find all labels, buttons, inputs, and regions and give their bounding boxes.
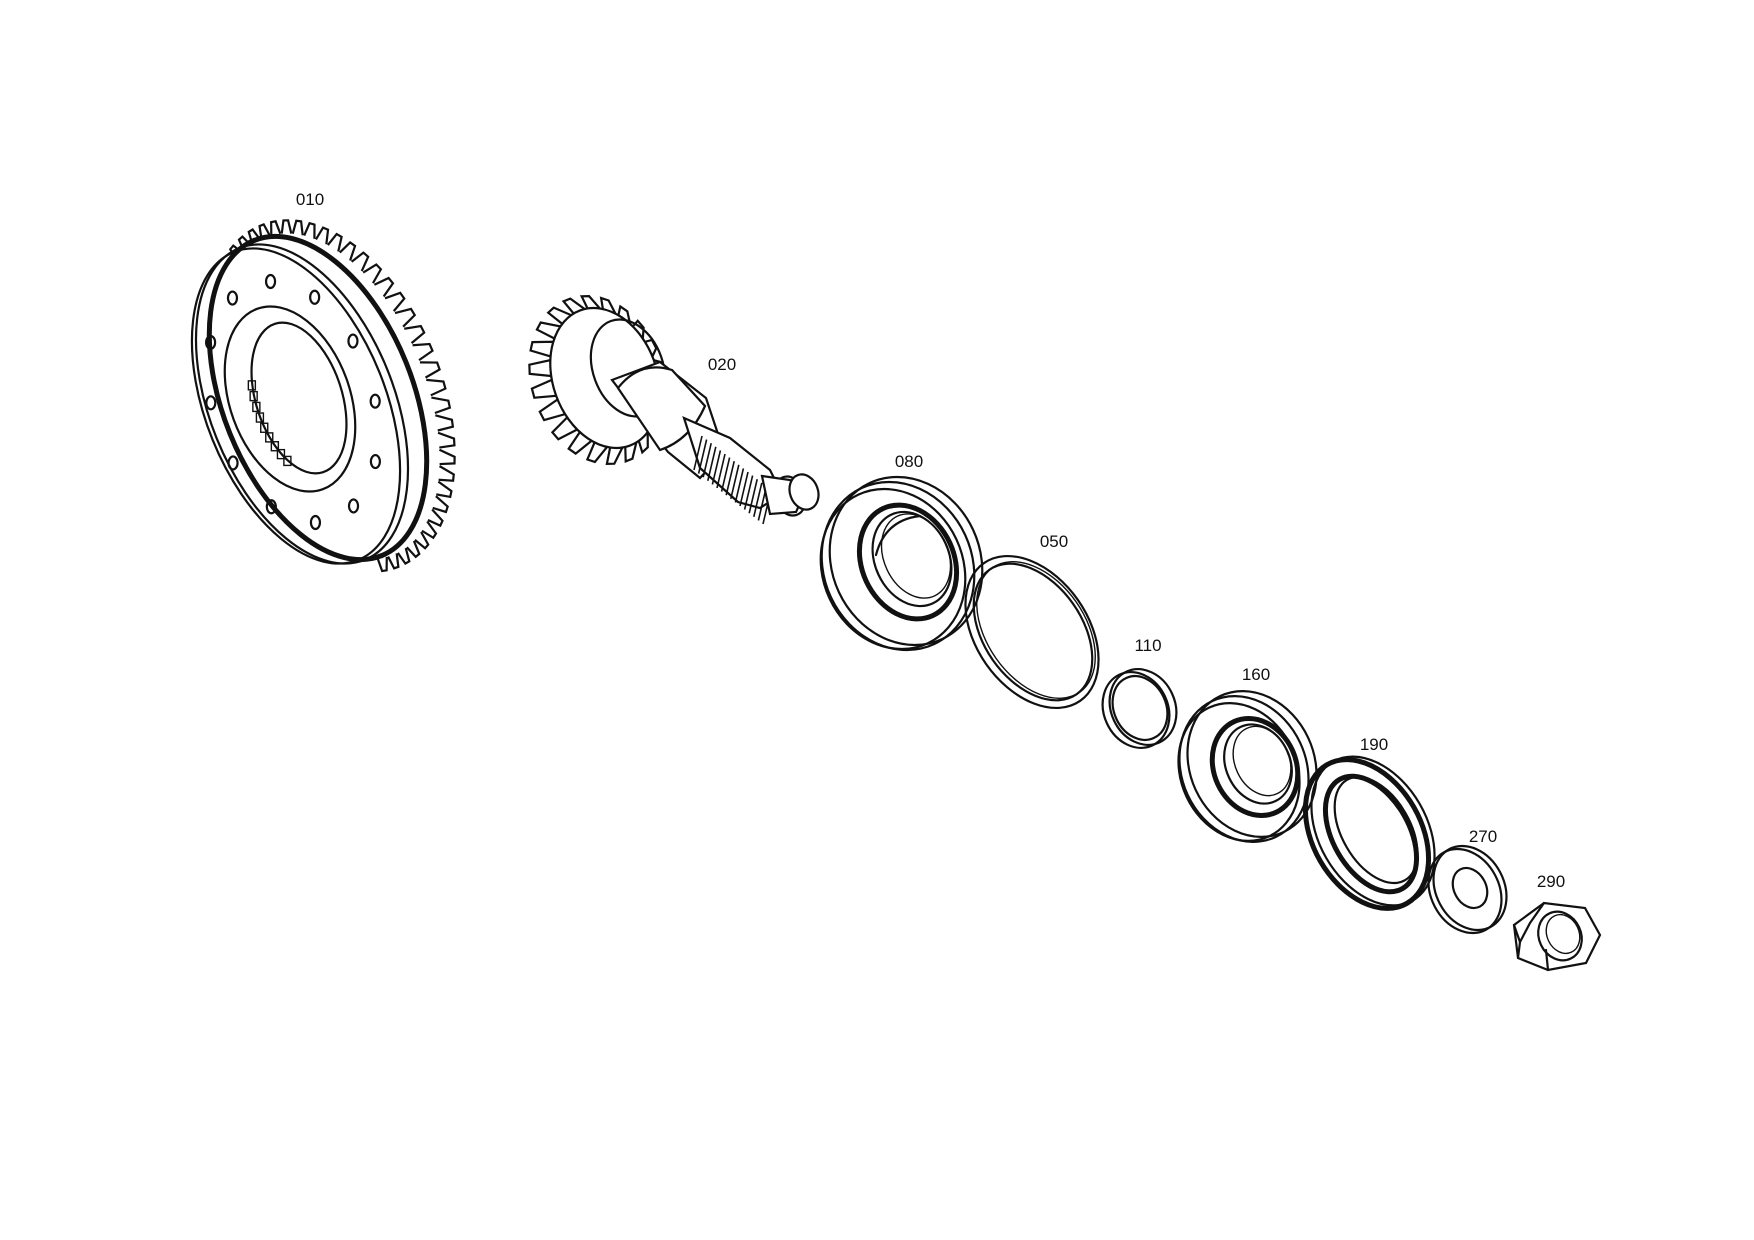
gear-tooth <box>396 547 411 566</box>
gear-tooth <box>406 540 421 559</box>
gear-tooth <box>414 531 430 550</box>
pinion-tooth <box>579 295 603 310</box>
gear-tooth <box>362 263 383 284</box>
shaft-spline <box>734 468 745 503</box>
bolt-hole <box>309 289 321 305</box>
gear-tooth <box>314 226 330 245</box>
bolt-hole <box>347 333 359 349</box>
shaft-spline <box>707 446 717 481</box>
spline-tooth <box>249 390 258 402</box>
gear-tooth <box>339 240 357 261</box>
gear-tooth <box>384 291 406 312</box>
bolt-hole <box>369 453 381 470</box>
gear-tooth <box>350 251 370 272</box>
gear-tooth <box>421 520 438 540</box>
gear-tooth <box>436 480 453 499</box>
shaft-spline <box>753 482 763 517</box>
part-190-seal[interactable] <box>1280 735 1460 931</box>
spline-tooth <box>265 432 274 443</box>
spline-tooth <box>276 448 286 460</box>
label-190: 190 <box>1360 735 1388 754</box>
gear-tooth <box>387 553 400 570</box>
spline-tooth <box>247 380 257 391</box>
gear-tooth <box>431 396 452 415</box>
spline-tooth <box>270 441 280 452</box>
label-080: 080 <box>895 452 923 471</box>
shaft-spline <box>702 443 712 478</box>
gear-tooth <box>376 556 388 573</box>
gear-tooth <box>427 508 444 528</box>
shaft-spline <box>743 475 754 510</box>
bolt-hole <box>309 514 322 531</box>
shaft-spline <box>725 461 735 496</box>
part-050-shim[interactable] <box>938 531 1126 733</box>
gear-tooth <box>438 448 456 466</box>
label-010: 010 <box>296 190 324 209</box>
shaft-spline <box>748 479 758 514</box>
shaft-spline <box>739 471 749 507</box>
gear-tooth <box>291 219 304 236</box>
bolt-hole <box>205 395 217 411</box>
gear-tooth <box>303 221 316 239</box>
label-290: 290 <box>1537 872 1565 891</box>
gear-tooth <box>373 276 395 298</box>
gear-tooth <box>438 465 455 482</box>
gear-tooth <box>426 378 447 397</box>
bolt-hole <box>205 334 217 351</box>
gear-tooth <box>326 232 343 252</box>
gear-tooth <box>412 342 434 362</box>
gear-tooth <box>394 307 417 328</box>
spline-tooth <box>283 455 292 467</box>
gear-tooth <box>435 414 455 432</box>
pinion-tooth <box>528 358 553 378</box>
shaft-spline <box>716 453 726 489</box>
part-270-washer[interactable] <box>1414 833 1520 946</box>
label-050: 050 <box>1040 532 1068 551</box>
bolt-hole <box>226 290 239 306</box>
inner-splines <box>247 380 292 467</box>
spline-tooth <box>255 412 265 423</box>
part-110-spacer[interactable] <box>1091 658 1189 759</box>
label-270: 270 <box>1469 827 1497 846</box>
spline-tooth <box>252 401 261 413</box>
bolt-hole <box>227 455 239 471</box>
spline-tooth <box>260 422 269 433</box>
shaft-spline <box>720 457 731 492</box>
bolt-hole <box>347 498 360 514</box>
label-110: 110 <box>1134 636 1161 655</box>
label-020: 020 <box>708 355 736 374</box>
shaft-spline <box>730 464 740 499</box>
bolt-holes <box>205 273 381 531</box>
part-160-bearing[interactable] <box>1156 670 1340 863</box>
part-290-hex-nut[interactable] <box>1512 901 1602 972</box>
shaft-spline <box>697 439 708 474</box>
bolt-hole <box>265 499 277 515</box>
part-020-pinion-shaft[interactable] <box>528 293 823 525</box>
gear-tooth <box>432 495 449 514</box>
gear-tooth <box>270 220 282 236</box>
shaft-spline <box>711 450 722 485</box>
gear-tooth <box>404 324 426 344</box>
shaft-spline <box>693 435 703 471</box>
part-010-ring-gear[interactable] <box>150 205 469 594</box>
label-160: 160 <box>1242 665 1270 684</box>
gear-tooth <box>280 219 293 234</box>
gear-tooth <box>437 431 456 449</box>
bolt-hole <box>369 393 381 409</box>
part-080-bearing[interactable] <box>795 452 1010 675</box>
pinion-tooth <box>605 446 625 465</box>
gear-tooth <box>419 361 441 379</box>
bolt-hole <box>264 273 277 290</box>
